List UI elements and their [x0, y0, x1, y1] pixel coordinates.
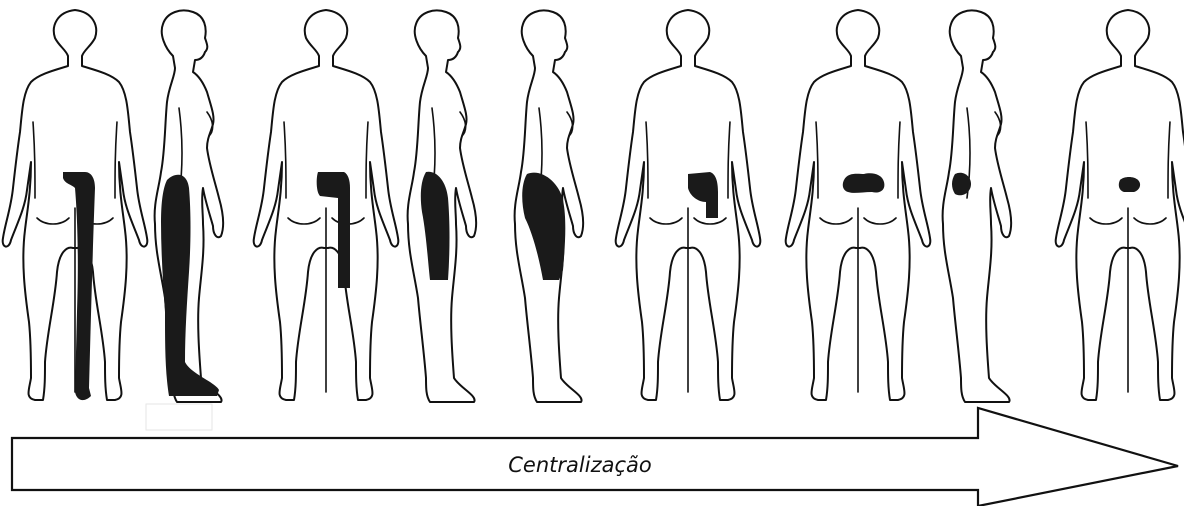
figure-6 [616, 10, 761, 400]
pain-region-7 [843, 173, 885, 193]
figure-2 [155, 11, 224, 403]
figure-8 [943, 11, 1012, 403]
figure-7 [786, 10, 931, 400]
figure-4 [408, 11, 477, 403]
arrow-label: Centralização [508, 453, 651, 477]
pain-region-9 [1119, 177, 1140, 192]
figure-3 [254, 10, 399, 400]
figure-9 [1056, 10, 1184, 400]
label-tag [146, 404, 212, 430]
figure-1 [3, 10, 148, 400]
figure-5 [515, 11, 584, 403]
